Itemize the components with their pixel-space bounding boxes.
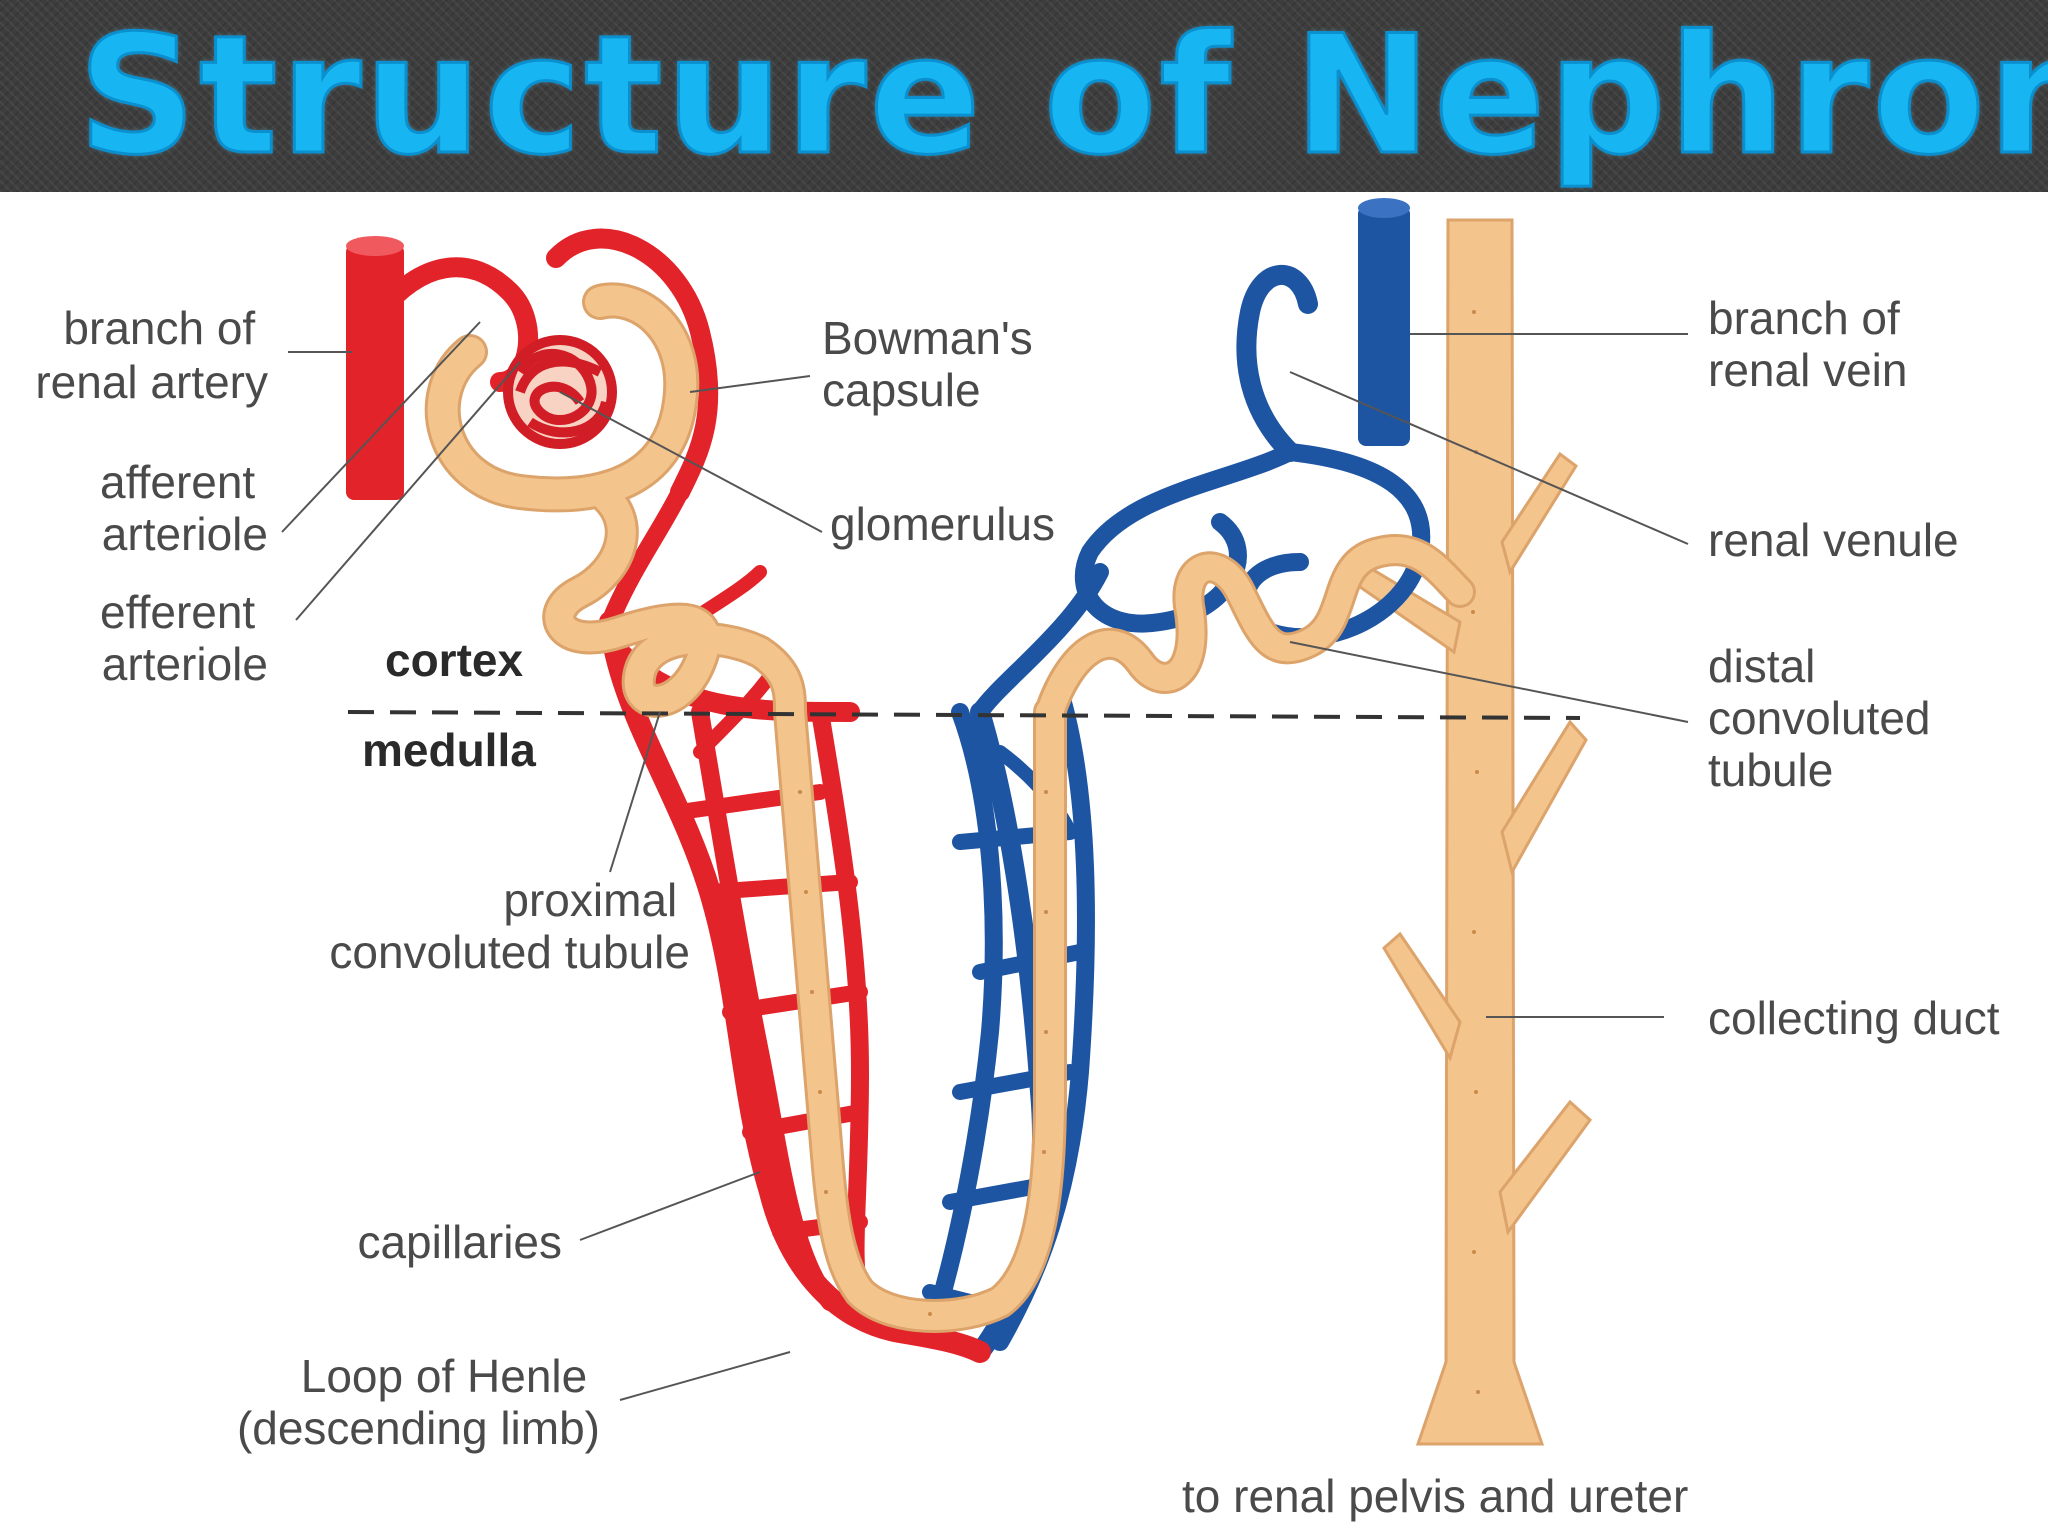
tubule-dots [798, 790, 1048, 1316]
tubule [427, 285, 1473, 1330]
label-bowmans-capsule: Bowman's capsule [822, 312, 1046, 416]
label-capillaries: capillaries [357, 1216, 562, 1268]
zone-cortex: cortex [385, 634, 523, 686]
label-renal-pelvis: to renal pelvis and ureter [1182, 1470, 1688, 1522]
label-efferent-arteriole: efferent arteriole [100, 586, 268, 690]
label-glomerulus: glomerulus [830, 498, 1055, 550]
label-afferent-arteriole: afferent arteriole [100, 456, 268, 560]
zone-medulla: medulla [362, 724, 536, 776]
cortex-medulla-boundary [347, 710, 1581, 720]
label-branch-renal-artery: branch of renal artery [35, 302, 268, 408]
title-bar: Structure of Nephron [0, 0, 2048, 193]
label-loop-of-henle: Loop of Henle (descending limb) [237, 1350, 600, 1454]
renal-artery-branch [346, 236, 404, 500]
page-title: Structure of Nephron [77, 0, 2048, 193]
vein-network [922, 265, 1431, 1362]
label-proximal-tubule: proximal convoluted tubule [329, 874, 690, 978]
label-branch-renal-vein: branch of renal vein [1708, 292, 1913, 396]
leader-lines [281, 321, 1689, 1401]
nephron-diagram: cortex medulla branch of renal artery af… [35, 198, 2000, 1522]
label-renal-venule: renal venule [1708, 514, 1959, 566]
label-distal-tubule: distal convoluted tubule [1708, 640, 1943, 796]
collecting-duct-dots [1471, 310, 1480, 1394]
collecting-duct-shape [1348, 218, 1593, 1446]
label-collecting-duct: collecting duct [1708, 992, 2000, 1044]
renal-vein-branch [1358, 198, 1410, 446]
